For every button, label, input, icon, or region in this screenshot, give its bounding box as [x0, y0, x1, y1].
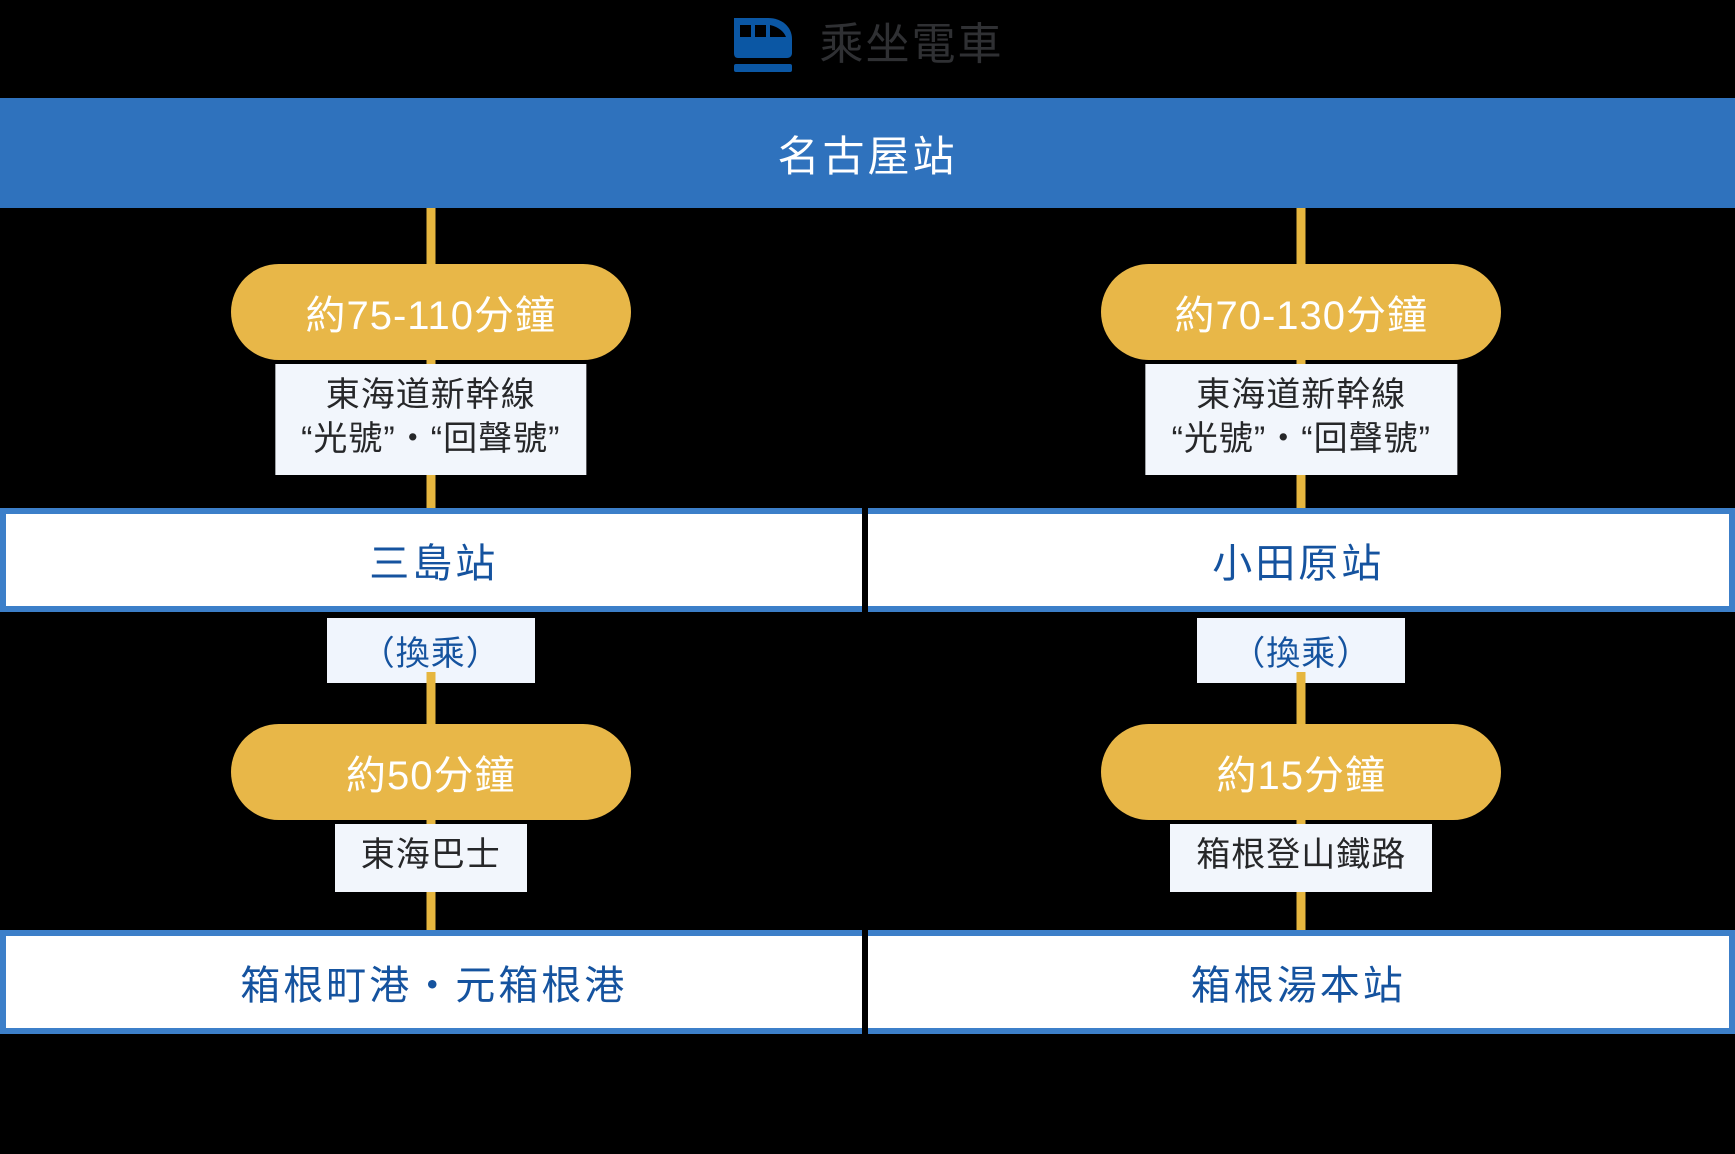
mode-box-leg1: 東海道新幹線 “光號”・“回聲號”: [275, 364, 587, 476]
connector-line: [426, 208, 436, 270]
station-box-destination: 箱根町港・元箱根港: [0, 930, 862, 1034]
station-box-transfer: 小田原站: [867, 508, 1735, 612]
station-label-destination: 箱根湯本站: [1190, 964, 1406, 1008]
mode-box-leg2: 東海巴士: [334, 824, 527, 892]
mode-box-leg1: 東海道新幹線 “光號”・“回聲號”: [1145, 364, 1457, 476]
duration-pill-leg1-label: 約75-110分鐘: [305, 294, 557, 338]
mode-box-leg2: 箱根登山鐵路: [1170, 824, 1433, 892]
mode-box-leg2-line1: 東海巴士: [360, 836, 501, 874]
origin-station-label: 名古屋站: [777, 132, 958, 180]
duration-pill-leg2-label: 約15分鐘: [1216, 754, 1386, 798]
connector-line: [1296, 208, 1306, 270]
mode-box-leg1-line2: “光號”・“回聲號”: [1171, 419, 1431, 458]
connector-line: [1296, 672, 1306, 738]
connector-line: [426, 672, 436, 738]
route-column-odawara: 約70-130分鐘 東海道新幹線 “光號”・“回聲號” 小田原站 （換乘） 約1…: [867, 208, 1735, 1046]
route-columns: 約75-110分鐘 東海道新幹線 “光號”・“回聲號” 三島站 （換乘） 約50…: [0, 208, 1735, 1046]
mode-box-leg1-line1: 東海道新幹線: [325, 376, 536, 414]
mode-box-leg2-line1: 箱根登山鐵路: [1196, 836, 1407, 874]
diagram-header: 乘坐電車: [0, 0, 1735, 90]
duration-pill-leg1-label: 約70-130分鐘: [1174, 294, 1429, 338]
station-box-transfer: 三島站: [0, 508, 862, 612]
train-icon: [732, 16, 798, 74]
duration-pill-leg2: 約15分鐘: [1101, 724, 1502, 820]
duration-pill-leg2: 約50分鐘: [230, 724, 631, 820]
station-label-destination: 箱根町港・元箱根港: [240, 964, 628, 1008]
duration-pill-leg2-label: 約50分鐘: [346, 754, 516, 798]
origin-station-bar: 名古屋站: [0, 98, 1735, 208]
duration-pill-leg1: 約75-110分鐘: [230, 264, 631, 360]
station-label-transfer: 小田原站: [1212, 542, 1385, 586]
mode-box-leg1-line1: 東海道新幹線: [1196, 376, 1407, 414]
transfer-note-label: （換乘）: [360, 635, 501, 673]
station-box-destination: 箱根湯本站: [867, 930, 1735, 1034]
duration-pill-leg1: 約70-130分鐘: [1101, 264, 1502, 360]
mode-box-leg1-line2: “光號”・“回聲號”: [301, 419, 561, 458]
transfer-note-label: （換乘）: [1231, 635, 1372, 673]
page-title: 乘坐電車: [819, 20, 1004, 69]
station-label-transfer: 三島站: [369, 542, 499, 586]
route-column-mishima: 約75-110分鐘 東海道新幹線 “光號”・“回聲號” 三島站 （換乘） 約50…: [0, 208, 868, 1046]
